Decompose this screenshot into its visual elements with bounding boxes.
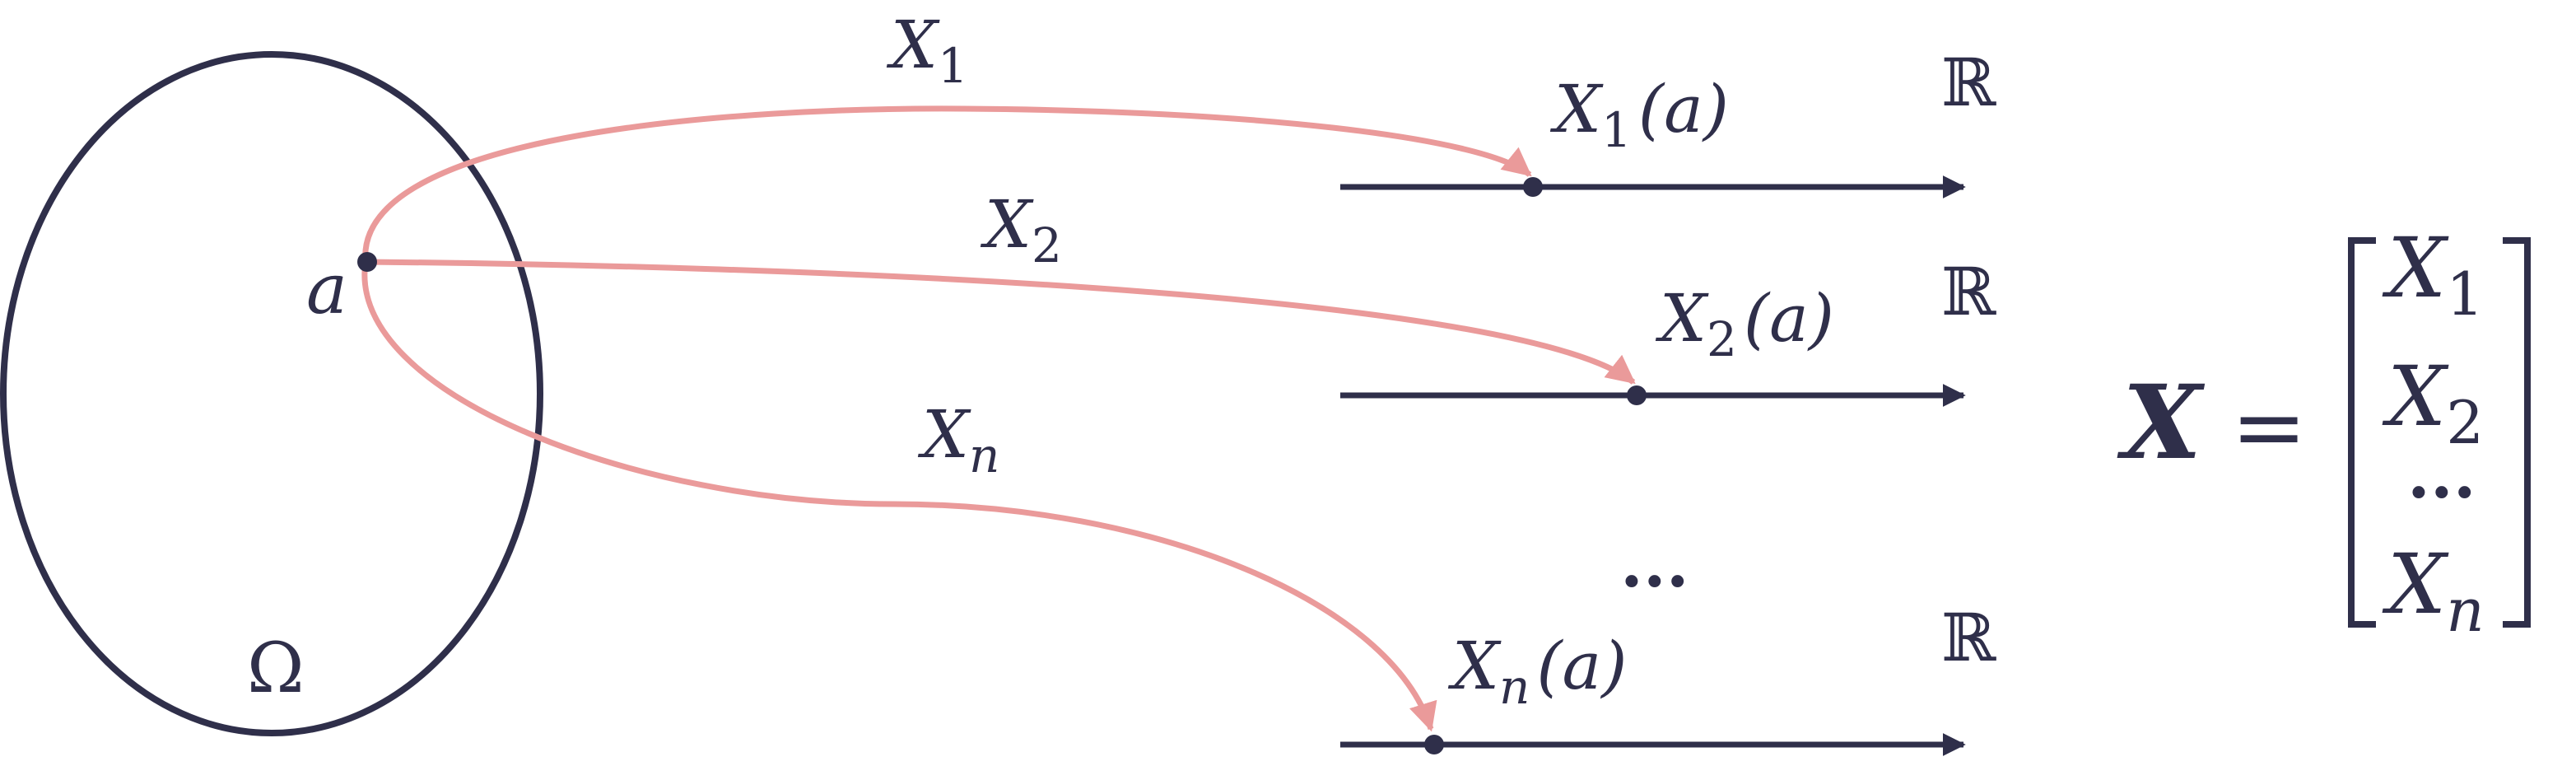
map-label-n: Xn — [917, 396, 999, 483]
point-x1a — [1523, 177, 1543, 197]
point-a — [357, 252, 377, 272]
value-label-1: X1(a) — [1549, 71, 1729, 158]
vector-entry-1: X1 — [2382, 220, 2484, 329]
map-arrow-n — [361, 261, 1437, 732]
codomain-label-n: ℝ — [1941, 600, 1997, 676]
right-bracket — [2503, 237, 2531, 628]
value-label-n: Xn(a) — [1447, 628, 1627, 715]
point-xna — [1424, 735, 1444, 754]
map-arrow-1 — [362, 105, 1532, 263]
point-a-label: a — [306, 249, 347, 329]
map-label-1: X1 — [886, 7, 968, 94]
value-label-2: X2(a) — [1655, 280, 1834, 367]
vector-equals: = — [2231, 374, 2307, 479]
codomain-label-2: ℝ — [1941, 254, 1997, 330]
lines-ellipsis: ... — [1620, 525, 1689, 602]
point-x2a — [1627, 385, 1647, 405]
codomain-label-1: ℝ — [1941, 44, 1997, 121]
omega-label: Ω — [247, 628, 305, 708]
sample-space-ellipse — [0, 51, 543, 736]
vector-entry-ellipsis: ... — [2407, 436, 2476, 513]
vector-entry-2: X2 — [2382, 348, 2484, 457]
vector-lhs: X — [2117, 363, 2206, 483]
left-bracket — [2348, 237, 2376, 628]
map-label-2: X2 — [980, 186, 1062, 273]
vector-entry-n: Xn — [2382, 536, 2485, 645]
map-arrow-2 — [365, 259, 1636, 385]
